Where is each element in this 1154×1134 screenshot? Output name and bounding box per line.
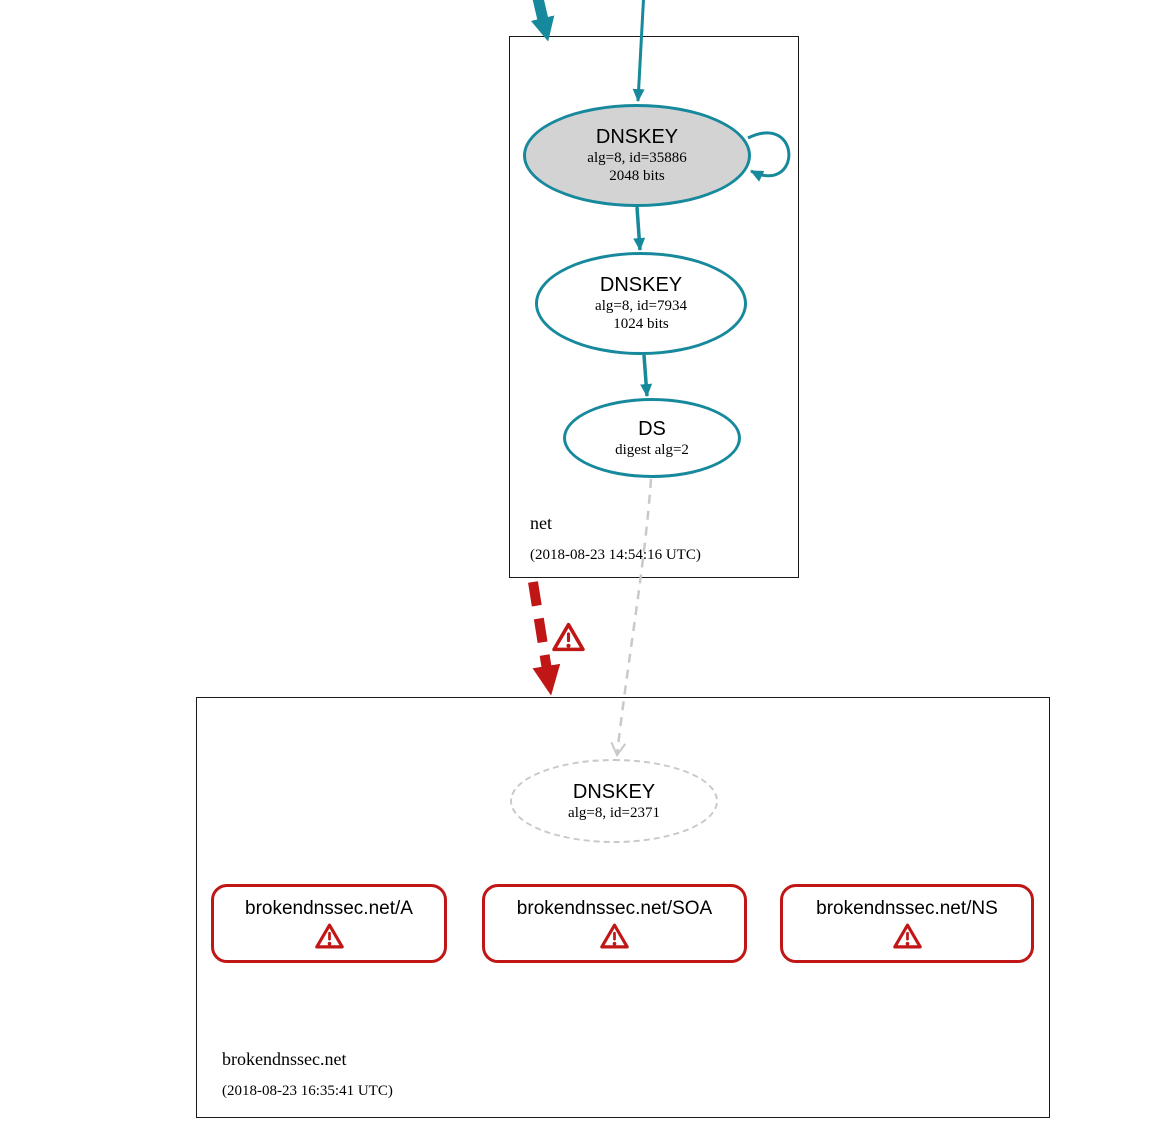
dnskey-node-zsk-7934[interactable]: DNSKEY alg=8, id=7934 1024 bits [535, 252, 747, 355]
node-params: digest alg=2 [615, 441, 689, 458]
zone-name-brokendnssec: brokendnssec.net [222, 1049, 347, 1069]
ds-node[interactable]: DS digest alg=2 [563, 398, 741, 478]
edge-incoming-thick [530, 0, 555, 42]
node-bits: 2048 bits [609, 168, 665, 184]
node-bits: 1024 bits [613, 316, 669, 332]
warning-icon [600, 923, 629, 949]
node-params: alg=8, id=2371 [568, 804, 660, 821]
rrset-label: brokendnssec.net/SOA [516, 898, 713, 919]
rrset-node-a[interactable]: brokendnssec.net/A [211, 884, 447, 963]
node-title: DNSKEY [595, 126, 679, 148]
rrset-label: brokendnssec.net/A [245, 898, 413, 919]
dnskey-node-ksk-35886[interactable]: DNSKEY alg=8, id=35886 2048 bits [523, 104, 751, 207]
node-title: DS [638, 417, 666, 440]
rrset-node-ns[interactable]: brokendnssec.net/NS [780, 884, 1034, 963]
warning-icon [314, 923, 344, 949]
node-title: DNSKEY [572, 780, 656, 803]
edge-broken-delegation-red [528, 581, 561, 696]
rrset-label: brokendnssec.net/NS [816, 898, 998, 919]
zone-timestamp-brokendnssec: (2018-08-23 16:35:41 UTC) [222, 1083, 393, 1099]
rrset-node-soa[interactable]: brokendnssec.net/SOA [482, 884, 747, 963]
zone-timestamp-net: (2018-08-23 14:54:16 UTC) [530, 547, 701, 563]
warning-icon [552, 622, 585, 652]
node-params: alg=8, id=35886 [587, 150, 687, 166]
dnskey-node-child-2371[interactable]: DNSKEY alg=8, id=2371 [510, 759, 718, 843]
zone-name-net: net [530, 513, 552, 533]
node-params: alg=8, id=7934 [595, 298, 687, 314]
warning-icon [892, 923, 922, 949]
node-title: DNSKEY [599, 274, 683, 296]
